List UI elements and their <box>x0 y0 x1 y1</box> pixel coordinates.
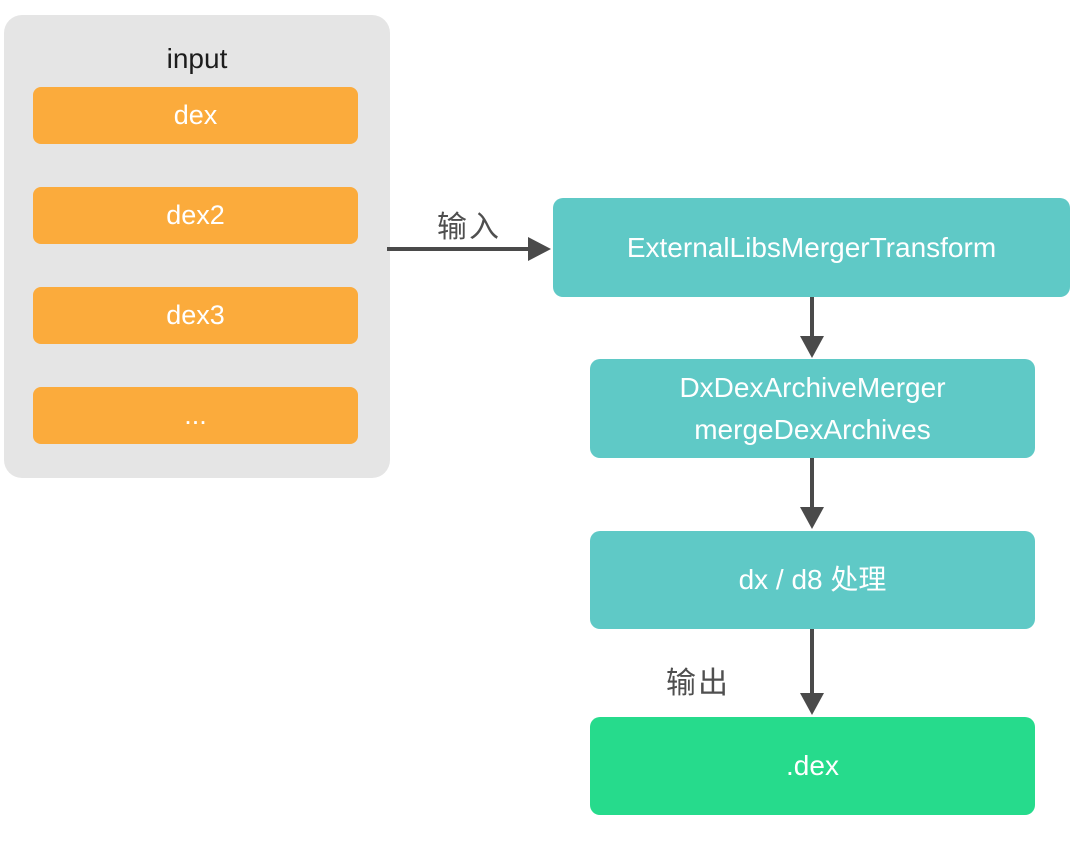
edge-label-output: 输出 <box>666 667 730 700</box>
input-item-dex3: dex3 <box>33 287 358 344</box>
node-label-line2: mergeDexArchives <box>694 413 931 445</box>
node-dex-output: .dex <box>590 717 1035 815</box>
node-label: ExternalLibsMergerTransform <box>626 231 997 263</box>
node-label-line1: DxDexArchiveMerger <box>679 371 946 403</box>
edge-label-input: 输入 <box>437 211 501 244</box>
input-panel: input dex dex2 dex3 ... <box>4 15 390 478</box>
arrow-node2-to-node3 <box>800 458 824 529</box>
node-dx-d8-processing: dx / d8 处理 <box>590 531 1035 629</box>
node-label: .dex <box>786 750 839 781</box>
input-item-dex: dex <box>33 87 358 144</box>
node-label: dx / d8 处理 <box>738 564 887 595</box>
input-item-dex2: dex2 <box>33 187 358 244</box>
node-external-libs-merger-transform: ExternalLibsMergerTransform <box>553 198 1070 297</box>
arrow-node1-to-node2 <box>800 297 824 358</box>
input-item-ellipsis: ... <box>33 387 358 444</box>
node-dx-dex-archive-merger: DxDexArchiveMerger mergeDexArchives <box>590 359 1035 458</box>
input-panel-title: input <box>166 43 228 74</box>
arrow-node3-to-output <box>800 629 824 715</box>
